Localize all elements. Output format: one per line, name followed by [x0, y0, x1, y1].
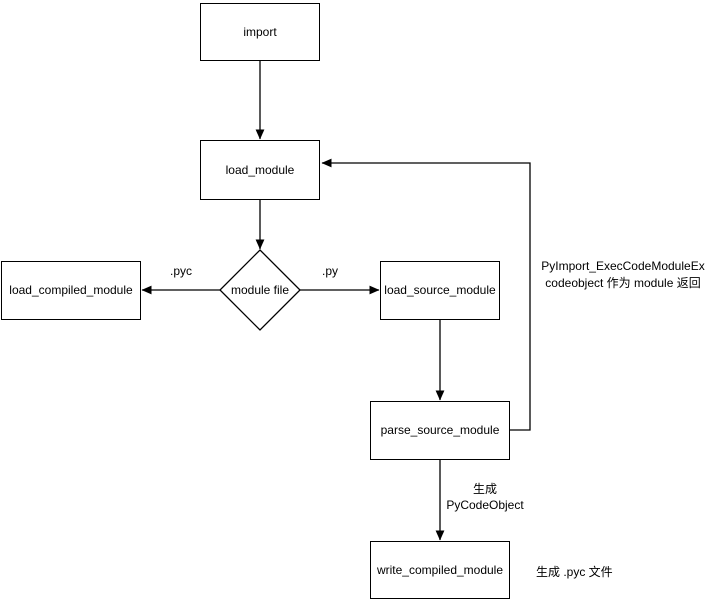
annotation-exec-code-module: PyImport_ExecCodeModuleEx codeobject 作为 …: [538, 258, 708, 292]
node-load-compiled-module: load_compiled_module: [1, 261, 141, 320]
node-parse-source-module-label: parse_source_module: [380, 423, 500, 438]
node-load-module-label: load_module: [225, 162, 295, 177]
node-load-source-module-label: load_source_module: [384, 283, 496, 298]
node-module-file-label: module file: [230, 283, 290, 297]
node-write-compiled-module: write_compiled_module: [370, 541, 510, 599]
node-parse-source-module: parse_source_module: [370, 401, 510, 460]
node-write-compiled-module-label: write_compiled_module: [376, 562, 504, 577]
annotation-exec-line1: PyImport_ExecCodeModuleEx: [541, 259, 705, 273]
edge-label-generate-line1: 生成: [472, 482, 497, 496]
edge-label-py: .py: [321, 264, 338, 278]
node-load-compiled-module-label: load_compiled_module: [9, 283, 133, 298]
node-import: import: [200, 3, 320, 61]
node-load-source-module: load_source_module: [380, 261, 500, 320]
edge-label-generate-line2: PyCodeObject: [446, 498, 524, 512]
edge-label-pyc: .pyc: [169, 264, 192, 278]
annotation-exec-line2: codeobject 作为 module 返回: [545, 276, 701, 290]
annotation-write-pyc-file: 生成 .pyc 文件: [536, 565, 613, 579]
node-import-label: import: [243, 24, 277, 39]
edge-label-generate-pycodeobject: 生成 PyCodeObject: [425, 481, 545, 513]
module-file-decision-diamond: [219, 249, 301, 331]
edge-parse-source-loop-to-load-module: [321, 158, 531, 431]
node-load-module: load_module: [200, 140, 320, 200]
